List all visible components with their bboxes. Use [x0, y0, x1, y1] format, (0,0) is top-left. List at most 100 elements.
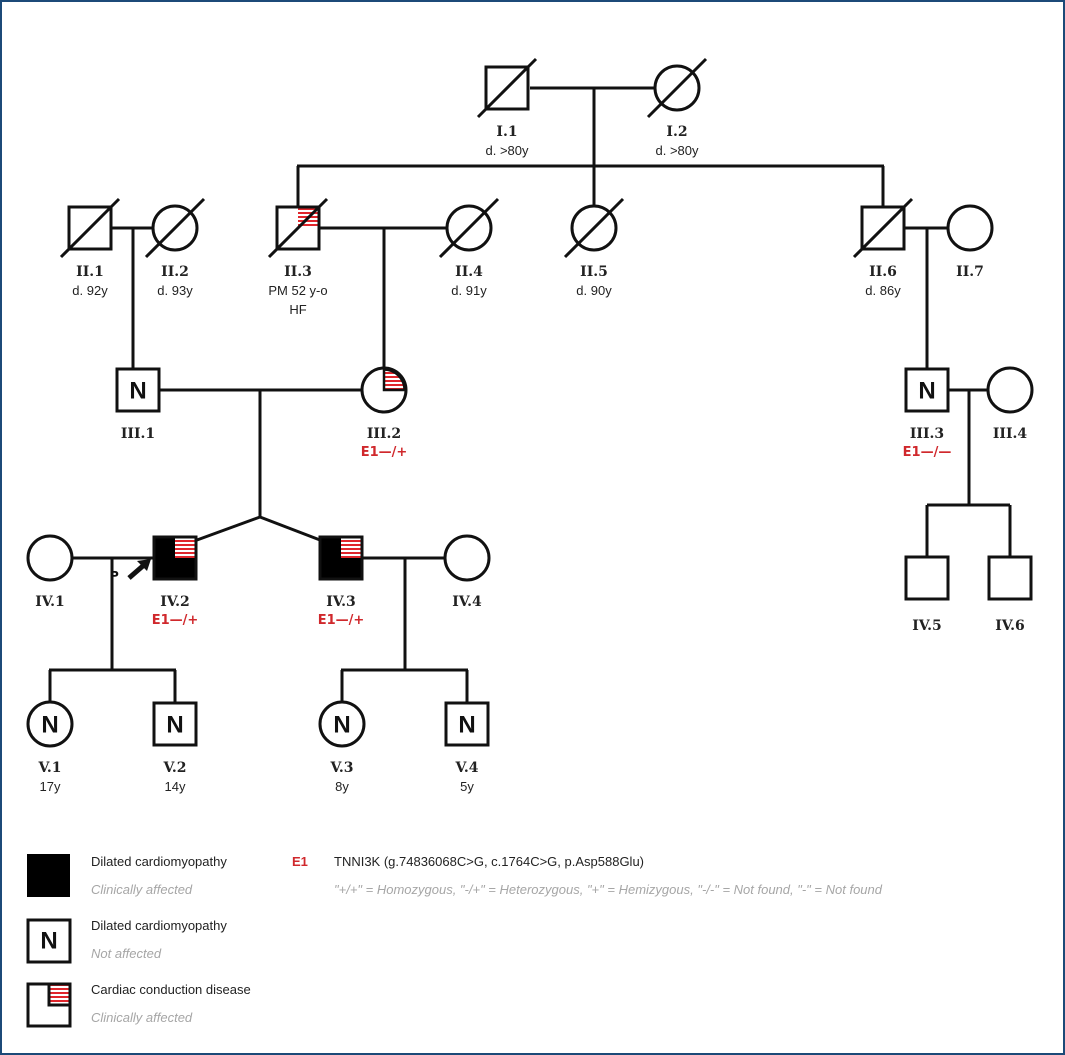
individual-iii1[interactable]: N III.1 [115, 367, 161, 442]
individual-info: d. >80y [655, 143, 699, 158]
twin-line-IV3 [259, 515, 321, 542]
individual-info: d. 90y [576, 283, 612, 298]
individual-id: IV.6 [995, 618, 1025, 634]
deceased-slash [267, 197, 329, 259]
female-symbol [443, 534, 491, 582]
individual-id: III.3 [910, 426, 944, 442]
male-symbol [904, 367, 950, 413]
individual-id: IV.5 [912, 618, 942, 634]
deceased-slash [59, 197, 121, 259]
individual-id: III.4 [993, 426, 1028, 442]
female-symbol [26, 534, 74, 582]
genotype-key: "+/+" = Homozygous, "-/+" = Heterozygous… [334, 882, 883, 897]
individual-info: 14y [165, 779, 186, 794]
variant-code: E1 [292, 854, 308, 869]
male-symbol [152, 701, 198, 747]
female-symbol [946, 204, 994, 252]
individual-iii3[interactable]: N III.3E1—/— [903, 367, 952, 460]
individual-info: 8y [335, 779, 349, 794]
not-affected-mark: N [918, 378, 935, 405]
individual-id: IV.2 [160, 594, 190, 610]
individual-info: d. 92y [72, 283, 108, 298]
individual-ii4[interactable]: II.4d. 91y [438, 197, 500, 298]
individual-id: I.2 [666, 124, 687, 140]
individual-id: II.1 [76, 264, 104, 280]
deceased-slash [144, 197, 206, 259]
genotype-label: E1—/+ [152, 613, 199, 628]
individual-iv4[interactable]: IV.4 [443, 534, 491, 610]
conduction-stripes [341, 538, 361, 558]
proband-marker: P [110, 559, 151, 583]
deceased-slash [476, 57, 538, 119]
individual-iv6[interactable]: IV.6 [987, 555, 1033, 634]
variant-description: TNNI3K (g.74836068C>G, c.1764C>G, p.Asp5… [334, 854, 644, 869]
conduction-stripes [382, 368, 406, 392]
legend-variant: E1 TNNI3K (g.74836068C>G, c.1764C>G, p.A… [292, 854, 883, 897]
legend-title: Dilated cardiomyopathy [91, 918, 227, 933]
individual-id: III.1 [121, 426, 155, 442]
individual-id: I.1 [496, 124, 517, 140]
legend-conduction-stripes [47, 982, 72, 1007]
male-symbol [115, 367, 161, 413]
individual-id: IV.4 [452, 594, 482, 610]
individual-info: PM 52 y-o [268, 283, 327, 298]
deceased-slash [646, 57, 708, 119]
individual-id: V.1 [37, 760, 61, 776]
male-symbol [987, 555, 1033, 601]
individual-i1[interactable]: I.1 d. >80y [476, 57, 538, 158]
individual-id: II.4 [455, 264, 483, 280]
individual-info: d. 93y [157, 283, 193, 298]
individual-info: 5y [460, 779, 474, 794]
legend-subtitle: Clinically affected [91, 1010, 193, 1025]
legend: Dilated cardiomyopathy Clinically affect… [26, 854, 883, 1028]
proband-letter: P [110, 569, 119, 583]
genotype-label: E1—/— [903, 445, 952, 460]
individual-info: d. >80y [485, 143, 529, 158]
individual-v3[interactable]: NV.38y [318, 700, 366, 794]
individual-iii4[interactable]: III.4 [986, 366, 1034, 442]
legend-item-affected: Dilated cardiomyopathy Clinically affect… [27, 854, 227, 897]
legend-symbol-affected [27, 854, 70, 897]
male-symbol [444, 701, 490, 747]
legend-subtitle: Clinically affected [91, 882, 193, 897]
individual-id: II.2 [161, 264, 189, 280]
individual-iii2[interactable]: III.2E1—/+ [360, 366, 408, 460]
not-affected-mark: N [458, 712, 475, 739]
individual-iv3[interactable]: IV.3E1—/+ [318, 535, 365, 628]
individual-ii1[interactable]: II.1 d. 92y [59, 197, 121, 298]
legend-title: Dilated cardiomyopathy [91, 854, 227, 869]
individual-i2[interactable]: I.2 d. >80y [646, 57, 708, 158]
individual-ii6[interactable]: II.6d. 86y [852, 197, 914, 298]
conduction-stripes [175, 538, 195, 558]
legend-item-not-affected: N Dilated cardiomyopathy Not affected [26, 918, 227, 964]
individual-iv5[interactable]: IV.5 [904, 555, 950, 634]
individual-ii7[interactable]: II.7 [946, 204, 994, 280]
not-affected-mark: N [333, 712, 350, 739]
not-affected-mark: N [129, 378, 146, 405]
individual-ii3[interactable]: II.3PM 52 y-oHF [267, 197, 329, 317]
twin-line-IV2 [196, 515, 261, 542]
individual-v4[interactable]: NV.45y [444, 701, 490, 794]
legend-n-letter: N [40, 928, 57, 955]
legend-item-conduction: Cardiac conduction disease Clinically af… [26, 982, 251, 1028]
genotype-label: E1—/+ [361, 445, 408, 460]
legend-subtitle: Not affected [91, 946, 162, 961]
female-symbol [26, 700, 74, 748]
individual-info: 17y [40, 779, 61, 794]
legend-title: Cardiac conduction disease [91, 982, 251, 997]
female-symbol [318, 700, 366, 748]
individual-id: V.2 [162, 760, 186, 776]
individual-ii5[interactable]: II.5 d. 90y [563, 197, 625, 298]
individual-id: II.7 [956, 264, 984, 280]
individual-ii2[interactable]: II.2 d. 93y [144, 197, 206, 298]
individual-iv2[interactable]: IV.2E1—/+ [152, 535, 199, 628]
individual-id: II.6 [869, 264, 897, 280]
individual-iv1[interactable]: IV.1 [26, 534, 74, 610]
individual-id: II.5 [580, 264, 608, 280]
male-symbol [904, 555, 950, 601]
